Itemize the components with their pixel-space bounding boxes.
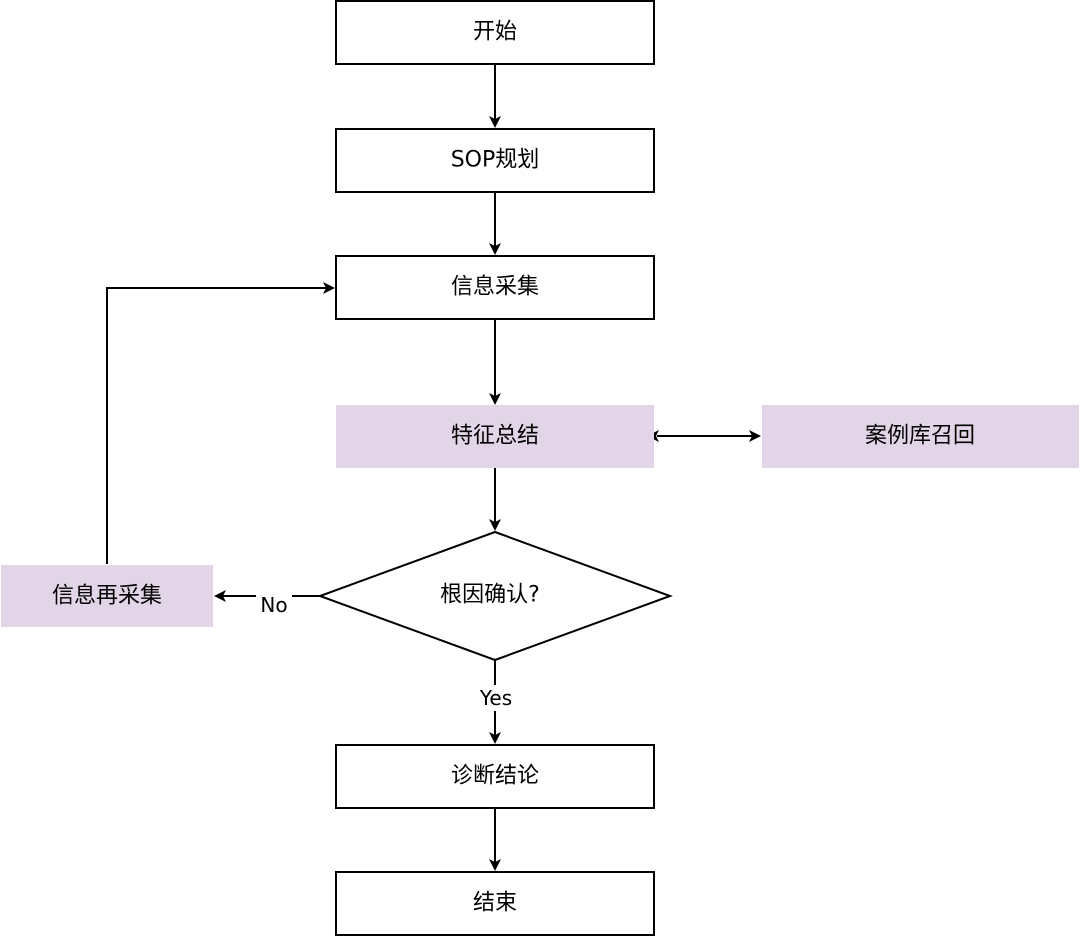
node-info-recollection-label: 信息再采集 xyxy=(52,584,162,609)
node-feature-summary-label: 特征总结 xyxy=(451,424,539,449)
node-root-cause-decision: 根因确认? xyxy=(317,530,673,662)
node-case-recall: 案例库召回 xyxy=(762,405,1079,468)
node-diagnosis-conclusion: 诊断结论 xyxy=(335,744,655,809)
edge-recollect-to-collect xyxy=(106,282,335,564)
edge-label-yes: Yes xyxy=(474,685,516,711)
yes-label: Yes xyxy=(479,686,512,710)
no-label: No xyxy=(260,593,287,617)
node-case-recall-label: 案例库召回 xyxy=(865,424,975,449)
node-start: 开始 xyxy=(335,0,655,65)
node-end: 结束 xyxy=(335,871,655,936)
node-diagnosis-conclusion-label: 诊断结论 xyxy=(451,764,539,789)
node-end-label: 结束 xyxy=(473,891,517,916)
node-sop-planning-label: SOP规划 xyxy=(451,148,540,173)
node-info-collection-label: 信息采集 xyxy=(451,275,539,300)
node-sop-planning: SOP规划 xyxy=(335,128,655,193)
edge-label-no: No xyxy=(256,592,292,618)
node-start-label: 开始 xyxy=(473,20,517,45)
node-feature-summary: 特征总结 xyxy=(336,405,654,468)
node-root-cause-decision-label: 根因确认? xyxy=(440,583,540,608)
node-info-collection: 信息采集 xyxy=(335,255,655,320)
node-info-recollection: 信息再采集 xyxy=(1,565,213,627)
